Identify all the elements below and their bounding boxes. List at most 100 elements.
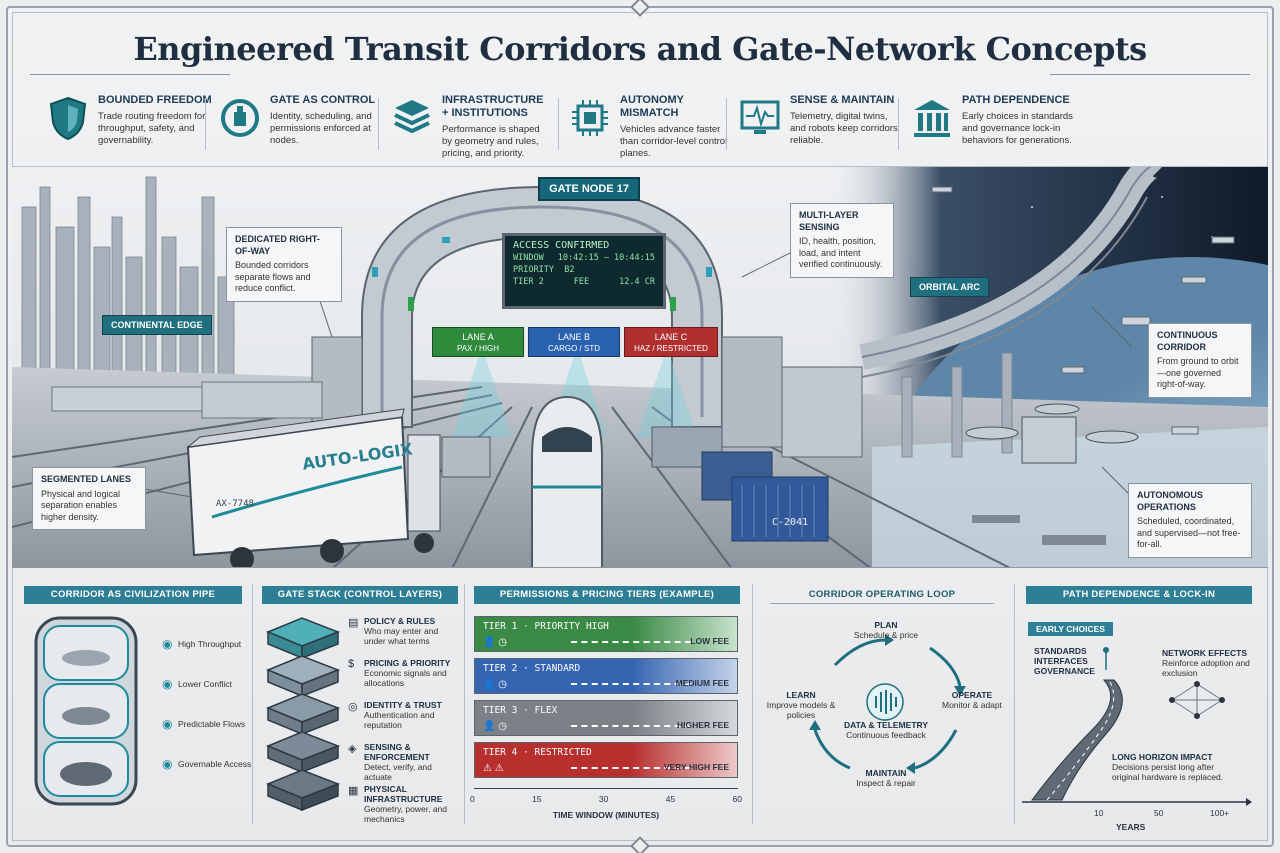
tier-window-bar: [571, 683, 691, 685]
feature-text: Identity, scheduling, and permissions en…: [270, 111, 372, 146]
tier-row-3: TIER 3 · FLEX 👤 ◷ HIGHER FEE: [474, 700, 738, 736]
loop-node-maintain: MAINTAIN Inspect & repair: [856, 768, 916, 788]
callout-autonomous-operations: AUTONOMOUS OPERATIONS Scheduled, coordin…: [1128, 483, 1252, 558]
feature-text: Vehicles advance faster than corridor-le…: [620, 124, 728, 159]
loop-node-operate: OPERATE Monitor & adapt: [941, 690, 1002, 710]
gate-node-sign: GATE NODE 17: [538, 177, 640, 201]
throughput-icon: ◉: [162, 637, 173, 651]
feature-divider: [558, 98, 559, 150]
feature-autonomy-mismatch: AUTONOMY MISMATCH Vehicles advance faste…: [570, 94, 730, 159]
access-status: ACCESS CONFIRMED: [513, 240, 610, 251]
feature-bounded-freedom: BOUNDED FREEDOM Trade routing freedom fo…: [48, 94, 212, 156]
panel-divider: [1014, 584, 1015, 824]
tier-axis-line: [474, 788, 738, 789]
tier-window-bar: [571, 641, 691, 643]
loop-center: DATA & TELEMETRY Continuous feedback: [843, 720, 929, 740]
tier-window-bar: [571, 767, 691, 769]
long-horizon-impact: LONG HORIZON IMPACT Decisions persist lo…: [1112, 752, 1224, 782]
shield-icon: [49, 96, 87, 140]
policy-icon: ▤: [348, 617, 359, 629]
stack-layer-list: ▤ POLICY & RULES Who may enter and under…: [348, 616, 458, 826]
feature-title: GATE AS CONTROL: [270, 94, 376, 106]
gate-icon: [221, 99, 259, 137]
network-effects: NETWORK EFFECTS Reinforce adoption and e…: [1162, 648, 1250, 678]
container-id: C-2041: [772, 517, 809, 528]
identity-icon: ◎: [348, 701, 358, 713]
panel-divider: [252, 584, 253, 824]
passenger-icon: 👤 ◷: [483, 637, 507, 648]
feature-divider: [205, 98, 206, 150]
panel-header-pipe: CORRIDOR AS CIVILIZATION PIPE: [24, 586, 242, 604]
passenger-icon: 👤 ◷: [483, 721, 507, 732]
conflict-icon: ◉: [162, 677, 173, 691]
path-dependence-illustration: [1022, 647, 1252, 806]
infrastructure-icon: ▦: [348, 785, 359, 797]
dollar-icon: $: [348, 658, 355, 670]
flow-icon: ◉: [162, 717, 173, 731]
sensor-icon: ◈: [348, 743, 357, 755]
stack-layer: ◎ IDENTITY & TRUST Authentication and re…: [348, 700, 442, 730]
title-rule-right: [1050, 74, 1250, 75]
stack-layer: ◈ SENSING & ENFORCEMENT Detect, verify, …: [348, 742, 432, 782]
pipe-benefit-item: ◉Governable Access: [162, 757, 252, 771]
panel-divider: [464, 584, 465, 824]
feature-text: Performance is shaped by geometry and ru…: [442, 124, 540, 159]
feature-infrastructure: INFRASTRUCTURE + INSTITUTIONS Performanc…: [392, 94, 562, 159]
years-tick-100: 100+: [1210, 808, 1230, 818]
panel-header-tiers: PERMISSIONS & PRICING TIERS (EXAMPLE): [474, 586, 740, 604]
feature-title: SENSE & MAINTAIN: [790, 94, 895, 106]
tier-row-4: TIER 4 · RESTRICTED ⚠ ⚠ VERY HIGH FEE: [474, 742, 738, 778]
feature-title: INFRASTRUCTURE + INSTITUTIONS: [442, 94, 544, 119]
feature-text: Telemetry, digital twins, and robots kee…: [790, 111, 898, 146]
feature-path-dependence: PATH DEPENDENCE Early choices in standar…: [912, 94, 1082, 156]
callout-segmented-lanes: SEGMENTED LANES Physical and logical sep…: [32, 467, 146, 530]
pipe-benefit-item: ◉Predictable Flows: [162, 717, 246, 731]
pipe-benefits: ◉High Throughput ◉Lower Conflict ◉Predic…: [162, 630, 252, 778]
feature-divider: [898, 98, 899, 150]
tag-continental-edge: CONTINENTAL EDGE: [102, 315, 212, 335]
panel-divider: [752, 584, 753, 824]
tier-row-1: TIER 1 · PRIORITY HIGH 👤 ◷ LOW FEE: [474, 616, 738, 652]
panel-header-path: PATH DEPENDENCE & LOCK-IN: [1026, 586, 1252, 604]
page-title: Engineered Transit Corridors and Gate-Ne…: [133, 30, 1147, 68]
layers-icon: [394, 100, 430, 134]
callout-continuous-corridor: CONTINUOUS CORRIDOR From ground to orbit…: [1148, 323, 1252, 398]
panel-header-loop: CORRIDOR OPERATING LOOP: [770, 586, 994, 604]
feature-text: Trade routing freedom for throughput, sa…: [98, 111, 206, 146]
monitor-icon: [740, 100, 780, 134]
access-icon: ◉: [162, 757, 173, 771]
panel-header-stack: GATE STACK (CONTROL LAYERS): [262, 586, 458, 604]
feature-sense-maintain: SENSE & MAINTAIN Telemetry, digital twin…: [740, 94, 900, 156]
title-rule-left: [30, 74, 230, 75]
feature-text: Early choices in standards and governanc…: [962, 111, 1073, 146]
stack-layer: ▦ PHYSICAL INFRASTRUCTURE Geometry, powe…: [348, 784, 447, 824]
warning-icon: ⚠ ⚠: [483, 763, 504, 774]
pipe-benefit-item: ◉Lower Conflict: [162, 677, 232, 691]
years-tick-50: 50: [1154, 808, 1164, 818]
passenger-icon: 👤 ◷: [483, 679, 507, 690]
loop-node-learn: LEARN Improve models & policies: [766, 690, 836, 720]
feature-divider: [378, 98, 379, 150]
callout-multi-layer-sensing: MULTI-LAYER SENSING ID, health, position…: [790, 203, 894, 278]
stack-layer: ▤ POLICY & RULES Who may enter and under…: [348, 616, 439, 646]
tier-row-2: TIER 2 · STANDARD 👤 ◷ MEDIUM FEE: [474, 658, 738, 694]
early-choices-tag: EARLY CHOICES: [1028, 622, 1113, 636]
feature-divider: [726, 98, 727, 150]
feature-title: AUTONOMY MISMATCH: [620, 94, 684, 119]
tag-orbital-arc: ORBITAL ARC: [910, 277, 989, 297]
truck-plate: AX-7748: [216, 499, 254, 509]
operating-loop-diagram: [809, 634, 966, 774]
feature-title: BOUNDED FREEDOM: [98, 94, 212, 106]
feature-gate-as-control: GATE AS CONTROL Identity, scheduling, an…: [220, 94, 380, 156]
callout-right-of-way: DEDICATED RIGHT-OF-WAY Bounded corridors…: [226, 227, 342, 302]
loop-node-plan: PLAN Schedule & price: [853, 620, 919, 640]
feature-title: PATH DEPENDENCE: [962, 94, 1070, 106]
